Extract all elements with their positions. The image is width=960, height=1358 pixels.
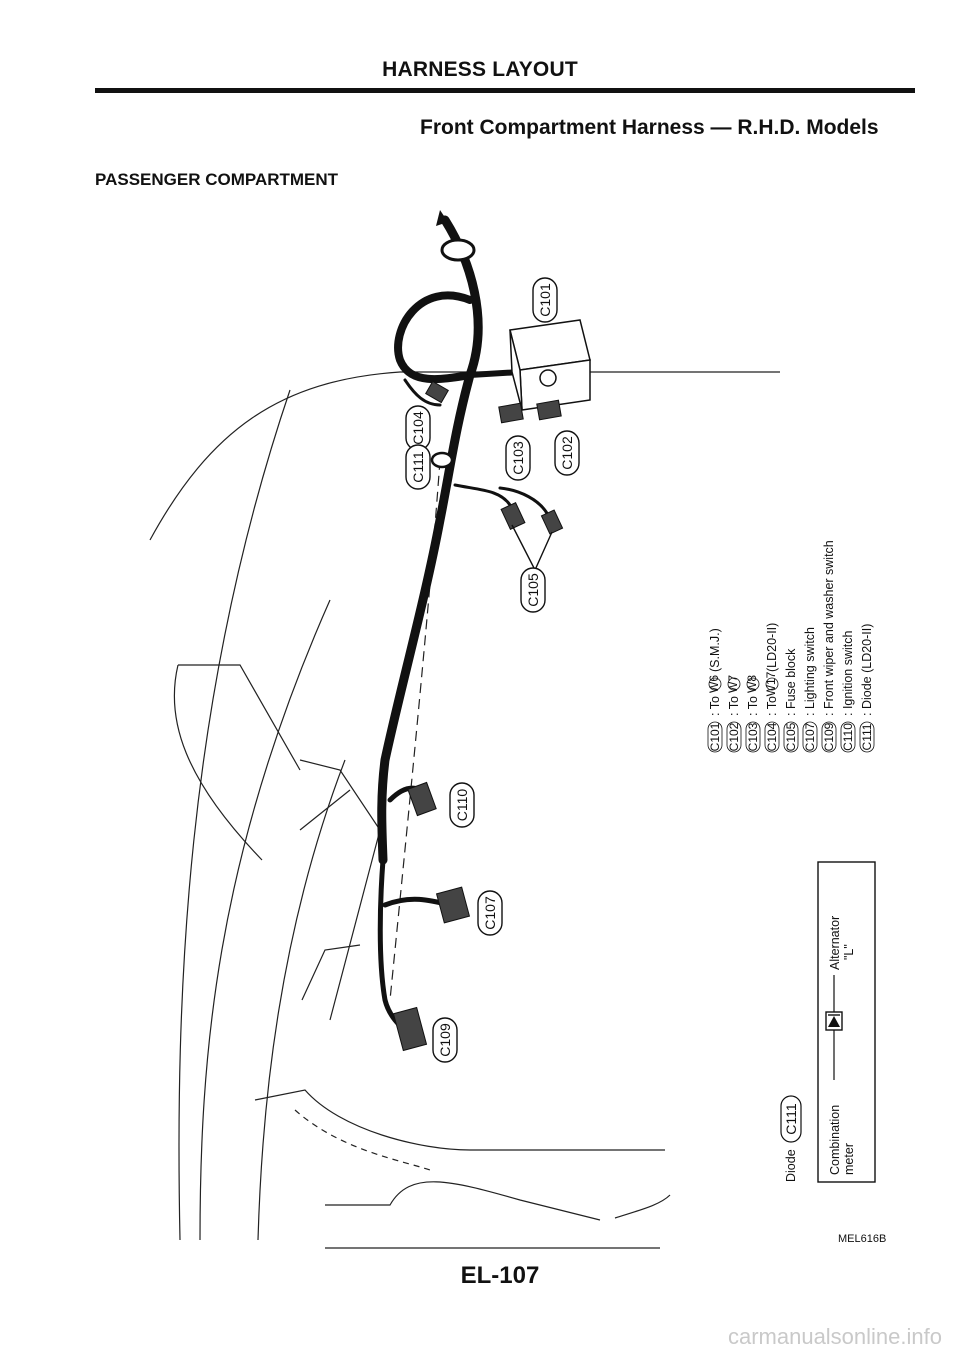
svg-text:: Ignition switch: : Ignition switch [841,630,855,716]
callout-c103-label: C103 [510,441,526,475]
svg-text:(LD20-II): (LD20-II) [765,623,779,672]
fuse-block-icon [509,319,591,411]
svg-text:C102: C102 [727,722,741,751]
watermark: carmanualsonline.info [727,1324,942,1349]
page-number: EL-107 [460,1262,540,1289]
legend-row: C104 : To W17 (LD20-II) [764,623,780,753]
legend-row: C105 : Fuse block [783,648,799,753]
svg-text:W17: W17 [764,671,778,696]
callout-c102-label: C102 [559,436,575,470]
callout-c104-label: C104 [410,411,426,445]
svg-text:C109: C109 [822,722,836,751]
ref-circle-icon [765,677,779,691]
callout-c103: C103 [505,435,531,481]
legend-row: C102 : To W7 [726,675,742,753]
callout-c109-label: C109 [437,1023,453,1057]
svg-text:C105: C105 [784,722,798,751]
svg-text:(S.M.J.): (S.M.J.) [708,628,722,672]
diode-left-label-1: Combination [828,1105,842,1175]
callout-c110-label: C110 [454,789,470,822]
arrow-icon [436,210,448,226]
legend-row: C111 : Diode (LD20-II) [859,624,875,753]
svg-text:C107: C107 [803,722,817,751]
connector-plugs [392,380,564,1052]
c105-pointer [511,524,553,572]
header-rule [95,88,915,93]
legend-row: C109 : Front wiper and washer switch [821,540,837,753]
legend-row: C107 : Lighting switch [802,627,818,753]
diagram-subtitle: Front Compartment Harness — R.H.D. Model… [420,116,879,139]
diode-right-label-1: Alternator [828,916,842,970]
diode-right-label-2: "L" [842,944,856,960]
svg-text:: To: : To [746,696,760,716]
callout-c101: C101 [532,277,558,323]
callout-c109: C109 [432,1017,458,1063]
callout-c105-label: C105 [525,573,541,607]
callout-c104: C104 [405,405,431,451]
callout-c111: C111 [405,444,431,490]
grommet-icon [440,238,476,262]
callout-c102: C102 [554,430,580,476]
svg-text:: Lighting switch: : Lighting switch [803,627,817,716]
callout-c107: C107 [477,890,503,936]
ref-circle-icon [727,677,741,691]
section-label: PASSENGER COMPARTMENT [95,170,339,189]
diode-title: Diode [784,1149,798,1182]
svg-text:W8: W8 [745,675,759,693]
callout-c105: C105 [520,567,546,613]
clip-icon [430,451,454,469]
diode-detail: Diode C111 Combination meter Alternator … [780,861,876,1183]
legend-row: C110 : Ignition switch [840,630,856,753]
callout-c110: C110 [449,782,475,828]
svg-text:C103: C103 [746,722,760,751]
page-title: HARNESS LAYOUT [382,58,578,81]
vehicle-outline [149,371,780,1249]
svg-text:W7: W7 [726,675,740,693]
callout-c101-label: C101 [537,283,553,317]
legend-row: C101 : To W6 (S.M.J.) [707,628,723,753]
connector-legend: C101 : To W6 (S.M.J.) C102 : To W7 C103 … [707,540,875,753]
svg-text:: Fuse block: : Fuse block [784,648,798,716]
svg-text:C104: C104 [765,722,779,751]
ref-circle-icon [708,677,722,691]
diode-code: C111 [783,1103,799,1135]
svg-text:: Front wiper and washer switc: : Front wiper and washer switch [822,540,836,716]
svg-text:: To: : To [708,696,722,716]
ref-circle-icon [746,677,760,691]
figure-reference-code: MEL616B [838,1233,887,1245]
callout-c111-label: C111 [410,451,426,483]
svg-text:: Diode (LD20-II): : Diode (LD20-II) [860,624,874,716]
callout-c107-label: C107 [482,896,498,930]
legend-row: C103 : To W8 [745,675,761,753]
svg-text:C110: C110 [841,723,855,751]
diode-box [817,861,876,1183]
svg-text:W6: W6 [707,675,721,693]
connector-callouts: C101 C102 C103 C104 C111 C105 C110 C107 [405,277,580,1063]
svg-text:C111: C111 [860,723,874,750]
svg-text:: To: : To [727,696,741,716]
svg-text:C101: C101 [708,722,722,751]
diode-left-label-2: meter [842,1143,856,1175]
svg-text:: To: : To [765,696,779,716]
